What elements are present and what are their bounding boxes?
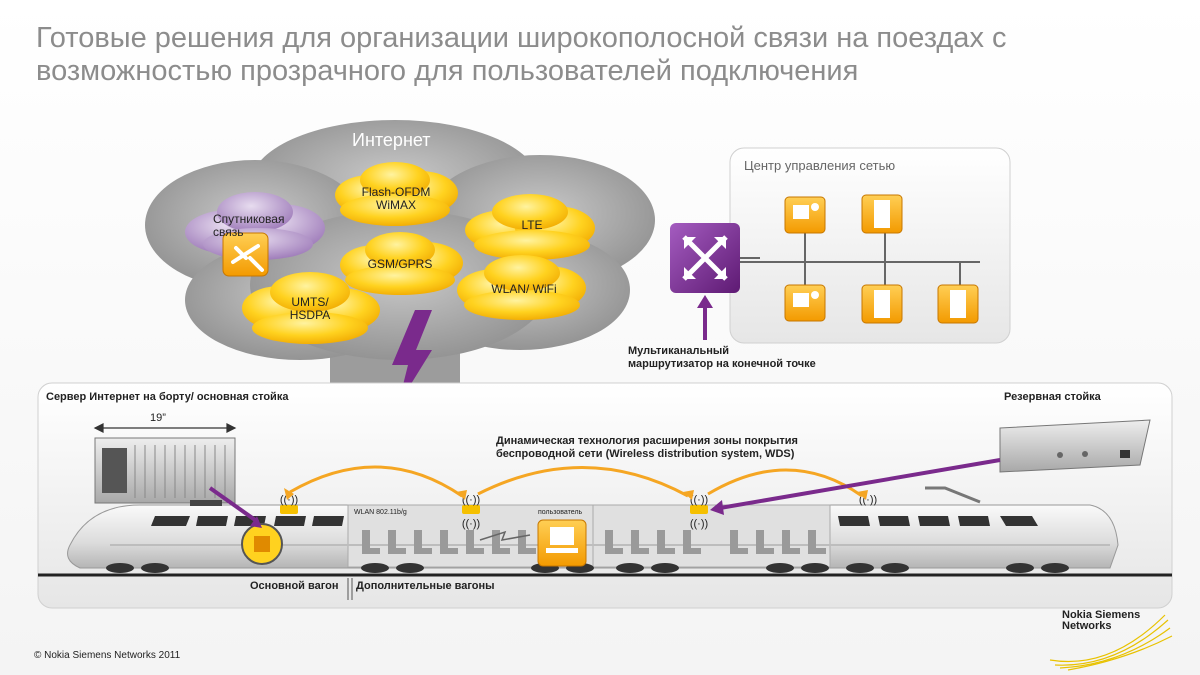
main-rack-image (94, 437, 236, 504)
extra-cars-label: Дополнительные вагоны (356, 580, 495, 592)
umts-cloud (242, 272, 380, 344)
multichannel-router-icon (670, 223, 740, 293)
satellite-label: Спутниковая связь (213, 212, 285, 239)
svg-text:((·)): ((·)) (462, 518, 480, 530)
flash-ofdm-cloud (335, 162, 458, 226)
svg-text:((·)): ((·)) (462, 494, 480, 506)
satellite-icon (222, 232, 269, 277)
noc-operator-icon (784, 284, 826, 322)
noc-server-icon (937, 284, 979, 324)
rack-size-label: 19” (150, 412, 166, 424)
passenger-seats (362, 530, 826, 554)
svg-text:((·)): ((·)) (280, 494, 298, 506)
backup-rack-label: Резервная стойка (1004, 391, 1101, 403)
noc-operator-icon (784, 196, 826, 234)
flash-ofdm-label: Flash-OFDM WiMAX (361, 185, 431, 212)
main-rack-link (208, 486, 260, 524)
gsm-cloud (340, 232, 463, 295)
svg-text:((·)): ((·)) (690, 518, 708, 530)
gsm-label: GSM/GPRS (367, 257, 433, 271)
lte-label: LTE (521, 218, 543, 232)
main-rack-label: Сервер Интернет на борту/ основная стойк… (46, 391, 289, 403)
svg-text:((·)): ((·)) (690, 494, 708, 506)
lightning-bolt-icon (392, 310, 432, 405)
nsn-logo-waves (1049, 614, 1173, 671)
wireless-link-icon (479, 530, 531, 541)
copyright: © Nokia Siemens Networks 2011 (34, 650, 181, 661)
umts-label: UMTS/ HSDPA (289, 295, 331, 322)
noc-server-icon (861, 194, 903, 234)
access-point-icon: ((·)) ((·)) (462, 494, 480, 530)
backup-rack-link (719, 458, 1001, 510)
nsn-logo: Nokia Siemens Networks (1062, 609, 1141, 632)
access-point-icon: ((·)) (280, 494, 298, 514)
lte-cloud (465, 194, 595, 260)
backup-rack-image (999, 419, 1151, 473)
rack-size-dimension (93, 423, 237, 433)
wlan-label: WLAN/ WiFi (491, 282, 557, 296)
user-label: пользователь (538, 509, 583, 516)
wlan-cloud (457, 255, 586, 320)
internet-label: Интернет (352, 130, 431, 150)
noc-server-icon (861, 284, 903, 324)
router-label: Мультиканальный маршрутизатор на конечно… (628, 345, 816, 370)
main-car-label: Основной вагон (250, 580, 339, 592)
wlan-standard-label: WLAN 802.11b/g (354, 509, 407, 516)
user-laptop-icon (537, 519, 587, 567)
wds-label: Динамическая технология расширения зоны … (496, 435, 798, 460)
noc-title: Центр управления сетью (744, 158, 896, 173)
onboard-server-icon (241, 523, 283, 565)
access-point-icon: ((·)) ((·)) (690, 494, 708, 530)
page-title: Готовые решения для организации широкопо… (36, 22, 1007, 87)
